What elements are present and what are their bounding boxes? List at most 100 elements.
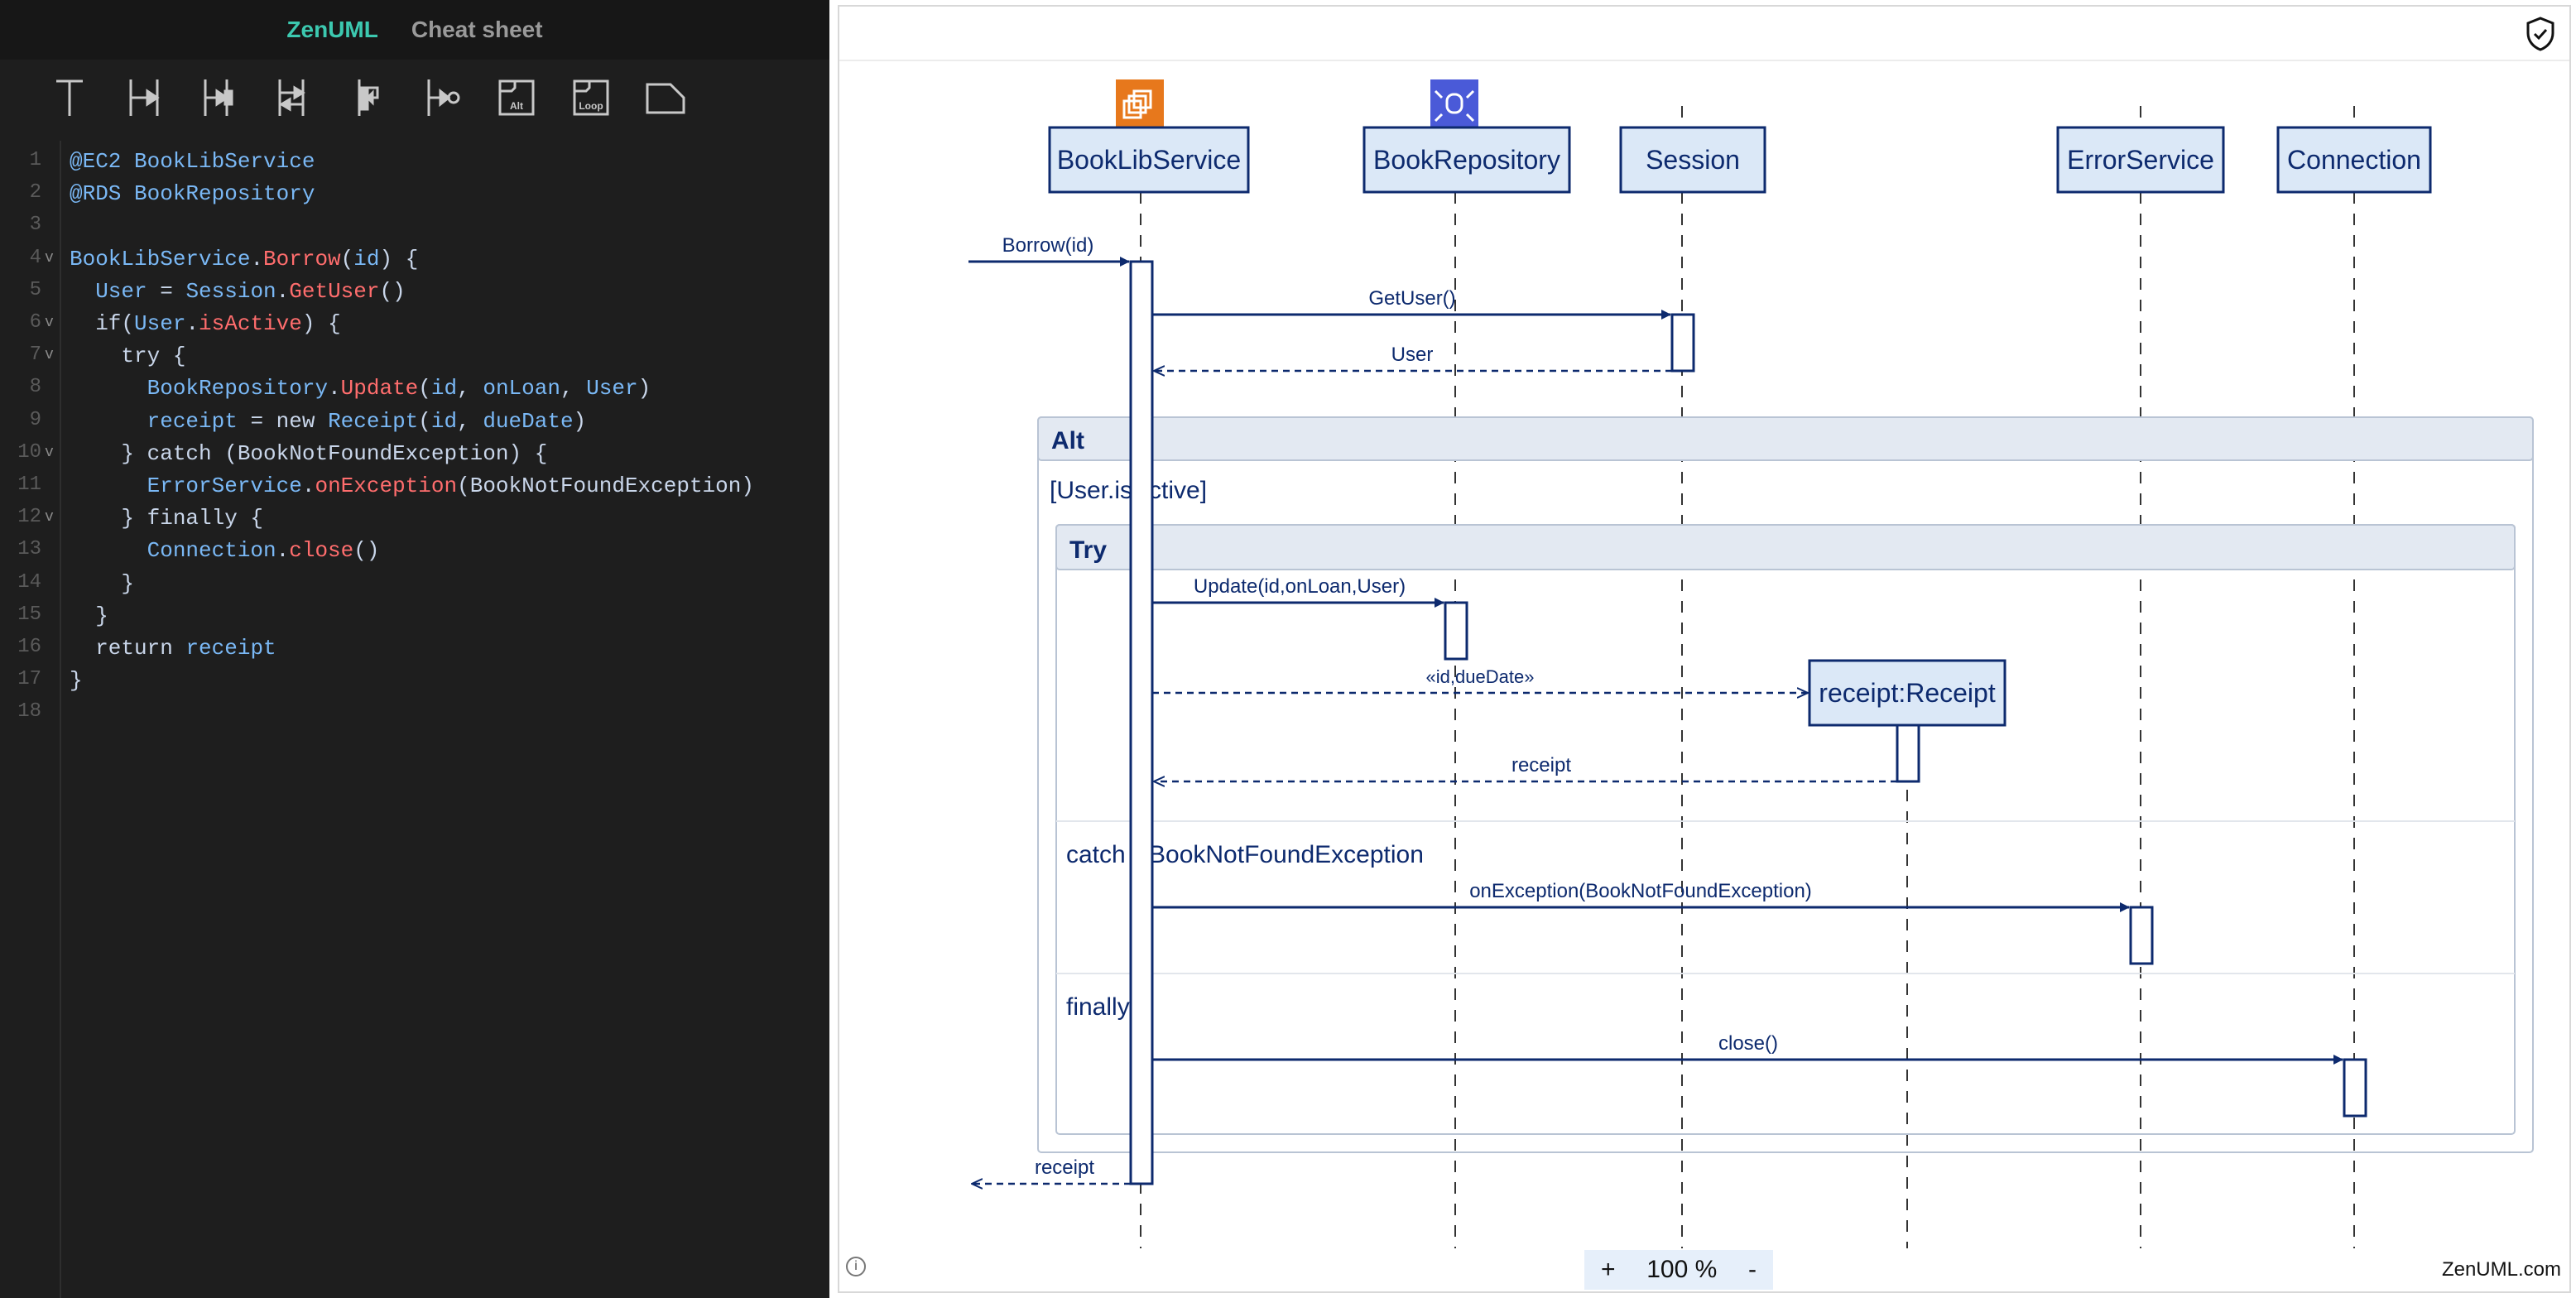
code-line[interactable]: Connection.close()	[70, 538, 380, 564]
code-token: Update	[340, 376, 419, 401]
code-line[interactable]: receipt = new Receipt(id, dueDate)	[70, 408, 587, 434]
code-token: ,	[457, 408, 483, 434]
shield-check-icon[interactable]	[2521, 15, 2559, 53]
svg-text:GetUser(): GetUser()	[1368, 287, 1455, 310]
code-token: onLoan	[483, 376, 560, 401]
code-line[interactable]: @RDS BookRepository	[70, 181, 315, 206]
code-token: close	[289, 538, 354, 564]
participant-receipt[interactable]: receipt:Receipt	[1808, 659, 2006, 727]
line-number: 17	[17, 668, 41, 691]
participant-connection[interactable]: Connection	[2276, 126, 2432, 194]
code-line[interactable]: User = Session.GetUser()	[70, 279, 406, 304]
message-final-return[interactable]: receipt	[972, 1156, 1131, 1184]
code-token: (BookNotFoundException)	[457, 474, 754, 498]
loop-fragment-tool-icon[interactable]: Loop	[568, 71, 614, 124]
return-message-tool-icon[interactable]	[270, 71, 316, 124]
async-message-tool-icon[interactable]	[195, 71, 242, 124]
line-number: 4	[29, 246, 41, 269]
code-token: .	[276, 538, 290, 564]
fold-toggle-icon[interactable]: v	[45, 509, 54, 526]
code-token: (	[340, 246, 354, 272]
message-onexception[interactable]: onException(BookNotFoundException)	[1152, 880, 2130, 912]
code-token: Receipt	[328, 408, 419, 434]
diagram-panel: Alt [User.isActive] Try catch BookNotFou…	[838, 5, 2571, 1293]
message-user-return[interactable]: User	[1154, 344, 1672, 371]
svg-text:Session: Session	[1646, 145, 1740, 175]
code-token: }	[70, 668, 83, 694]
alt-fragment-tool-icon[interactable]: Alt	[493, 71, 540, 124]
alt-condition: [User.isActive]	[1050, 477, 1207, 504]
code-line[interactable]: }	[70, 603, 108, 628]
participant-booklibservice[interactable]: BookLibService	[1048, 79, 1250, 194]
code-line[interactable]: BookRepository.Update(id, onLoan, User)	[70, 376, 651, 401]
diagram-footer: i + 100 % - ZenUML.com	[839, 1247, 2569, 1291]
line-number: 16	[17, 636, 41, 658]
code-line[interactable]: try {	[70, 344, 185, 368]
zenuml-brand-link[interactable]: ZenUML.com	[2441, 1258, 2561, 1281]
code-line[interactable]: if(User.isActive) {	[70, 311, 340, 336]
line-number: 1	[29, 149, 41, 171]
message-close[interactable]: close()	[1152, 1032, 2343, 1065]
message-receipt-return[interactable]: receipt	[1154, 754, 1897, 781]
self-message-tool-icon[interactable]	[344, 71, 391, 124]
svg-text:ErrorService: ErrorService	[2067, 145, 2214, 175]
participant-bookrepository[interactable]: BookRepository	[1362, 79, 1571, 194]
line-number: 15	[17, 603, 41, 626]
code-token: try {	[70, 344, 186, 369]
fold-toggle-icon[interactable]: v	[45, 249, 54, 267]
code-token: ,	[560, 376, 587, 401]
note-tool-icon[interactable]	[642, 71, 689, 124]
tab-cheat-sheet[interactable]: Cheat sheet	[411, 17, 543, 42]
line-number: 10	[17, 440, 41, 464]
code-token: User	[134, 311, 186, 336]
svg-text:BookLibService: BookLibService	[1057, 145, 1241, 175]
line-number: 5	[29, 278, 41, 301]
participant-errorservice[interactable]: ErrorService	[2056, 126, 2225, 194]
sync-message-tool-icon[interactable]	[121, 71, 167, 124]
code-token: )	[573, 408, 587, 434]
code-token: } finally {	[70, 506, 264, 531]
fold-toggle-icon[interactable]: v	[45, 444, 54, 461]
zoom-in-button[interactable]: +	[1601, 1256, 1616, 1283]
code-token: ()	[353, 538, 380, 564]
sequence-diagram: Alt [User.isActive] Try catch BookNotFou…	[968, 79, 2534, 1248]
code-line[interactable]: }	[70, 571, 134, 596]
code-line[interactable]: ErrorService.onException(BookNotFoundExc…	[70, 474, 754, 498]
message-borrow[interactable]: Borrow(id)	[968, 234, 1130, 267]
info-icon[interactable]: i	[846, 1257, 866, 1276]
code-line[interactable]: } finally {	[70, 506, 263, 531]
participant-tool-icon[interactable]	[46, 71, 93, 124]
code-line[interactable]: } catch (BookNotFoundException) {	[70, 441, 547, 466]
activation-connection	[2343, 1058, 2367, 1118]
finally-label: finally	[1066, 993, 1130, 1021]
code-token: = new	[237, 408, 329, 434]
message-getuser[interactable]: GetUser()	[1152, 287, 1671, 320]
code-token: ,	[457, 376, 483, 401]
fold-toggle-icon[interactable]: v	[45, 315, 54, 331]
message-update[interactable]: Update(id,onLoan,User)	[1152, 575, 1444, 608]
zoom-out-button[interactable]: -	[1747, 1256, 1757, 1283]
fold-toggle-icon[interactable]: v	[45, 347, 54, 364]
create-message-tool-icon[interactable]	[419, 71, 465, 124]
participant-session[interactable]: Session	[1619, 126, 1766, 194]
code-line[interactable]: }	[70, 668, 83, 693]
code-token: .	[276, 278, 290, 304]
rds-icon	[1434, 89, 1475, 123]
svg-text:User: User	[1391, 344, 1434, 366]
message-create-receipt[interactable]: «id,dueDate»	[1152, 666, 1808, 693]
code-line[interactable]: @EC2 BookLibService	[70, 149, 315, 174]
svg-text:BookRepository: BookRepository	[1373, 145, 1560, 175]
zoom-level: 100 %	[1646, 1256, 1718, 1283]
code-line[interactable]: BookLibService.Borrow(id) {	[70, 247, 418, 272]
code-line[interactable]: return receipt	[70, 636, 276, 661]
tab-zenuml[interactable]: ZenUML	[286, 17, 378, 42]
code-token: dueDate	[483, 408, 574, 434]
line-number: 2	[29, 181, 41, 204]
code-token: ErrorService	[70, 474, 302, 498]
code-token: }	[70, 570, 135, 596]
code-token: id	[430, 376, 458, 401]
svg-text:«id,dueDate»: «id,dueDate»	[1426, 666, 1535, 687]
code-token: ) {	[379, 246, 419, 272]
svg-text:Borrow(id): Borrow(id)	[1002, 234, 1094, 257]
